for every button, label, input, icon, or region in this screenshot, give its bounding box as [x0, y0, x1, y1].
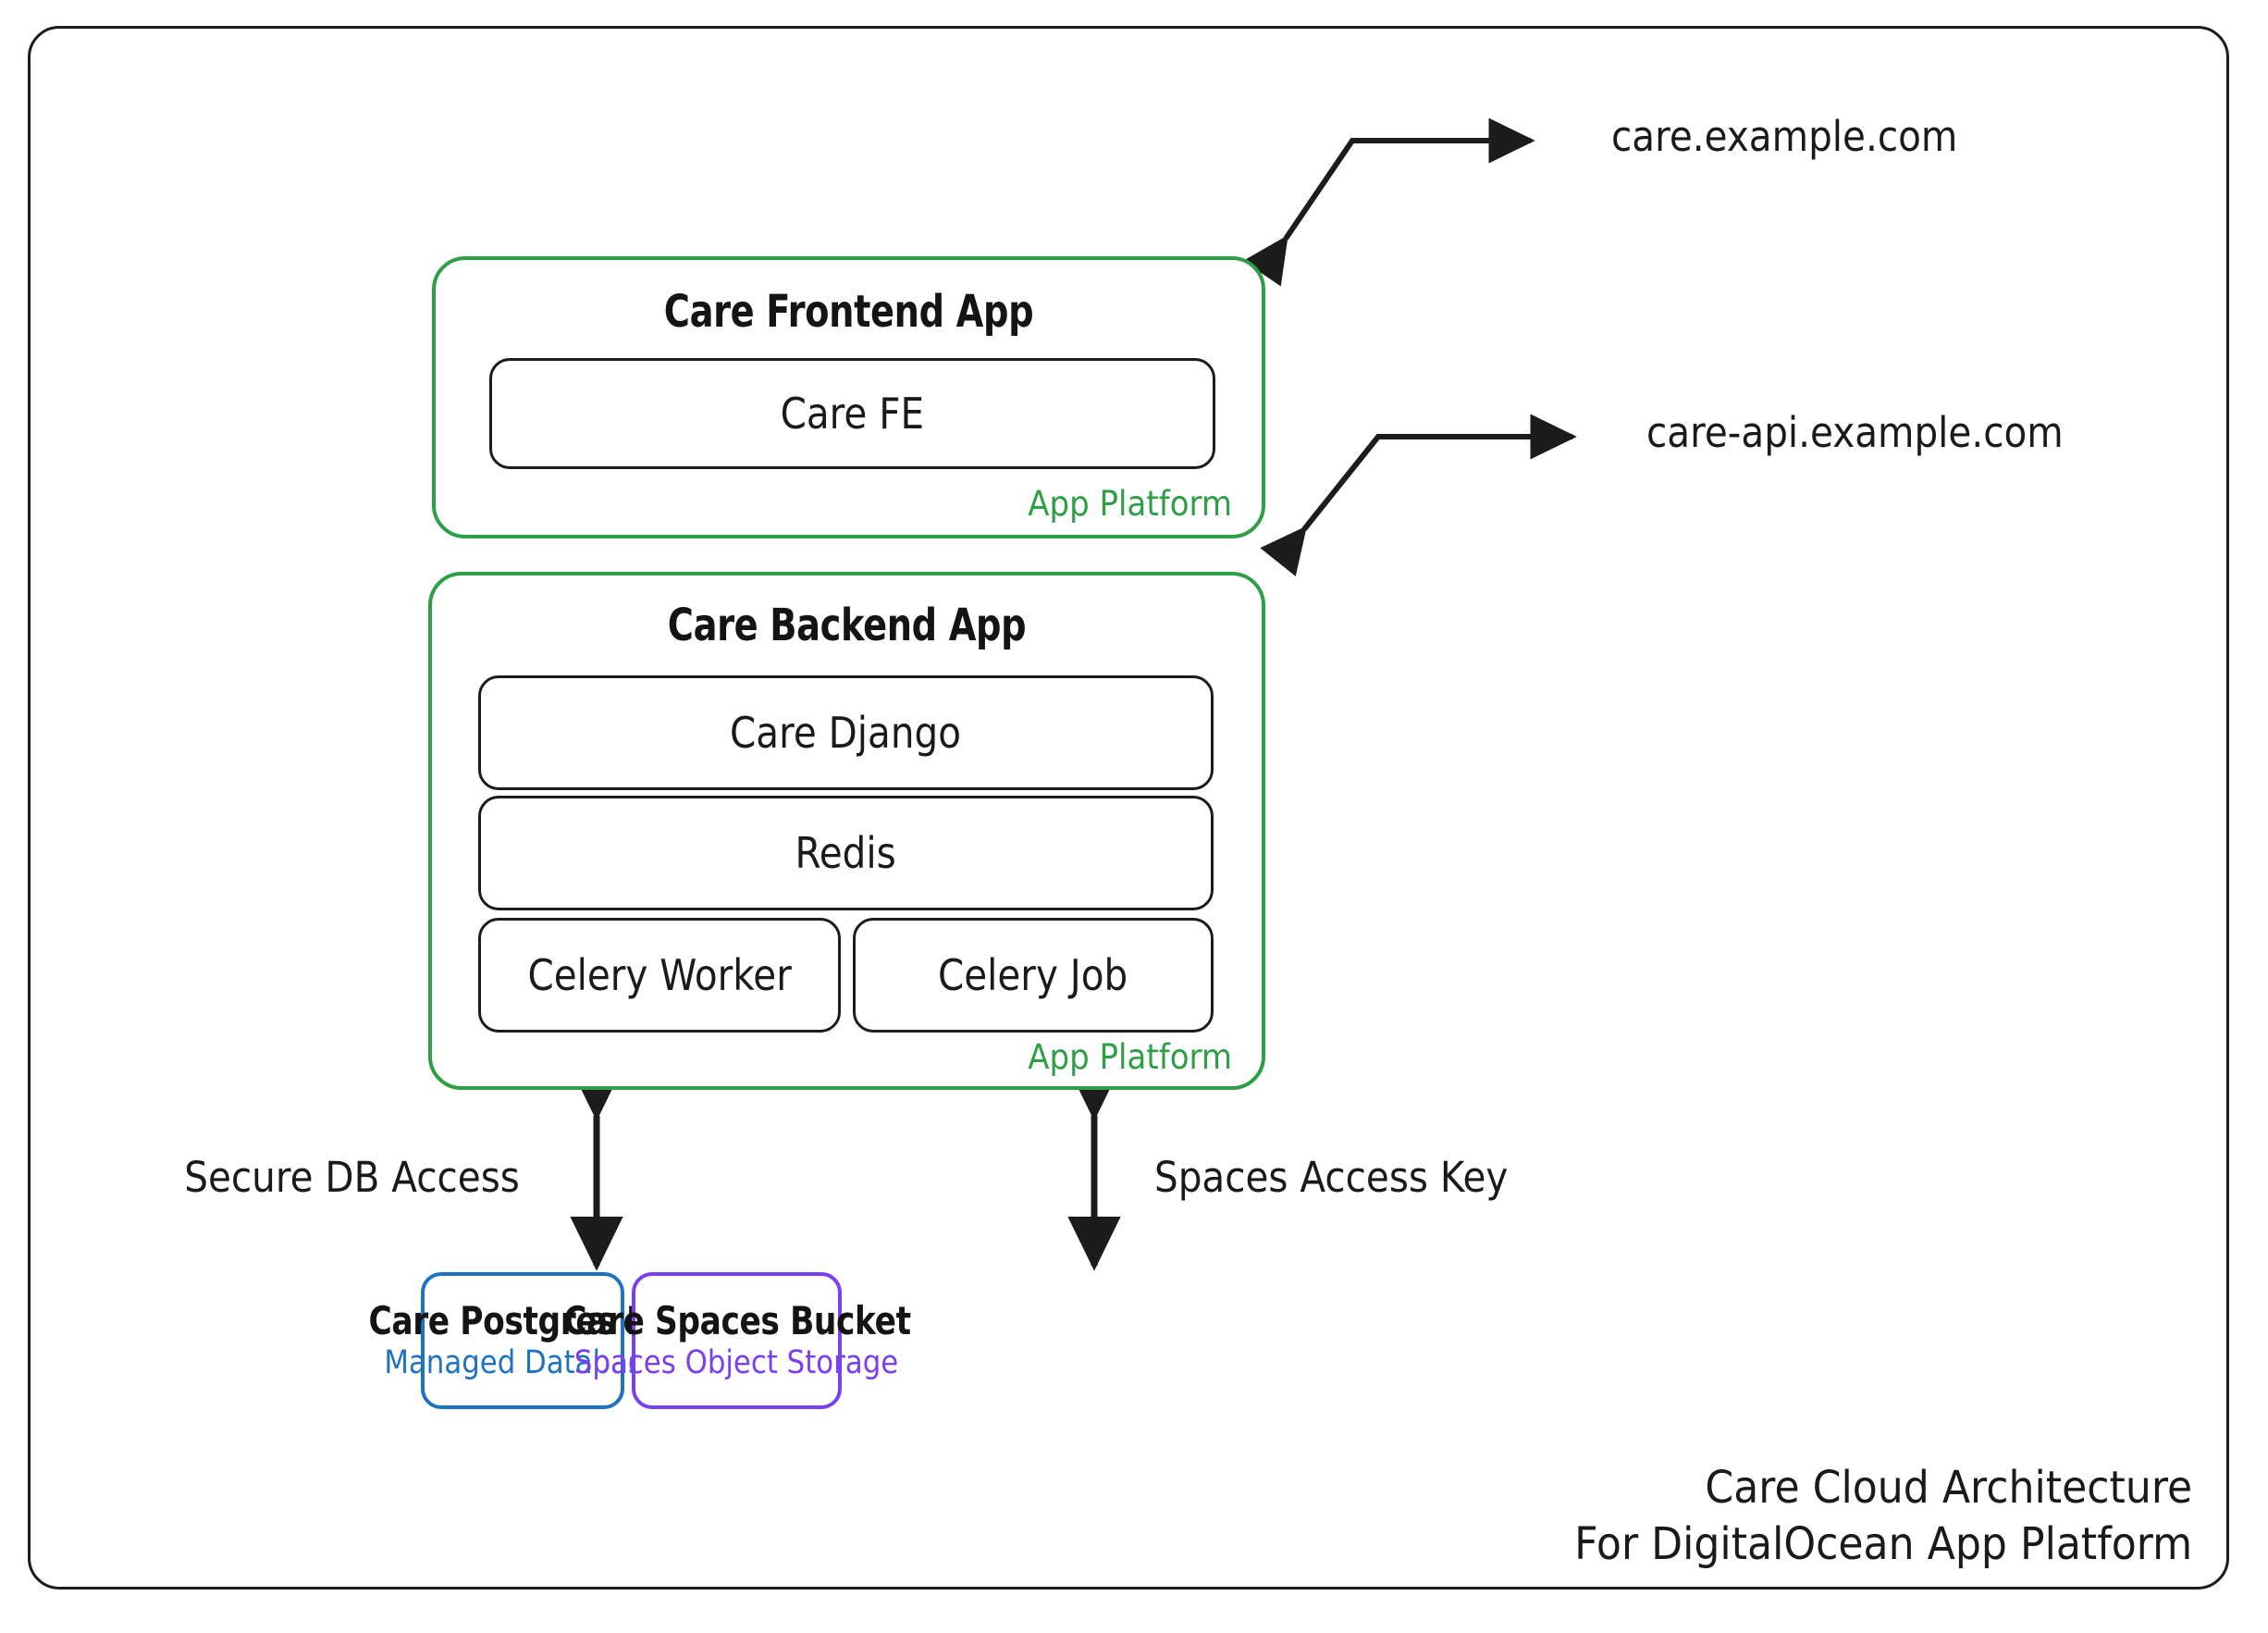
connection-label-spaces-access-key: Spaces Access Key	[1154, 1153, 1509, 1202]
frontend-app-title: Care Frontend App	[663, 286, 1034, 338]
resource-box-care-spaces-bucket[interactable]: Care Spaces Bucket Spaces Object Storage	[563, 1272, 911, 1409]
service-label-care-django: Care Django	[730, 708, 962, 758]
service-box-celery-worker[interactable]: Celery Worker	[478, 918, 841, 1033]
diagram-caption: Care Cloud Architecture For DigitalOcean…	[1574, 1460, 2192, 1574]
service-label-care-fe: Care FE	[780, 389, 925, 439]
resource-subtitle-managed-database: Managed Database	[384, 1343, 661, 1381]
resource-box-care-postgres-db[interactable]: Care Postgres DB Managed Database	[369, 1272, 677, 1409]
backend-app-title: Care Backend App	[667, 600, 1027, 651]
endpoint-label-frontend: care.example.com	[1611, 112, 1958, 161]
service-box-celery-job[interactable]: Celery Job	[853, 918, 1214, 1033]
frontend-app-group: Care Frontend App Care FE App Platform	[432, 256, 1265, 538]
endpoint-label-backend: care-api.example.com	[1646, 408, 2064, 457]
service-label-celery-job: Celery Job	[938, 950, 1128, 1000]
backend-app-group: Care Backend App Care Django Redis Celer…	[428, 572, 1265, 1090]
caption-line-2: For DigitalOcean App Platform	[1573, 1518, 2192, 1571]
caption-line-1: Care Cloud Architecture	[1705, 1462, 2192, 1514]
service-box-redis[interactable]: Redis	[478, 796, 1214, 910]
service-box-care-fe[interactable]: Care FE	[489, 358, 1215, 469]
service-box-care-django[interactable]: Care Django	[478, 675, 1214, 790]
backend-platform-tag: App Platform	[1028, 1037, 1232, 1077]
resource-title-care-spaces-bucket: Care Spaces Bucket	[562, 1297, 911, 1343]
resource-subtitle-spaces-object-storage: Spaces Object Storage	[574, 1343, 899, 1381]
service-label-celery-worker: Celery Worker	[527, 950, 792, 1000]
service-label-redis: Redis	[795, 828, 897, 878]
connection-label-secure-db-access: Secure DB Access	[184, 1153, 520, 1202]
resource-title-care-postgres-db: Care Postgres DB	[368, 1297, 677, 1343]
frontend-platform-tag: App Platform	[1028, 484, 1232, 524]
